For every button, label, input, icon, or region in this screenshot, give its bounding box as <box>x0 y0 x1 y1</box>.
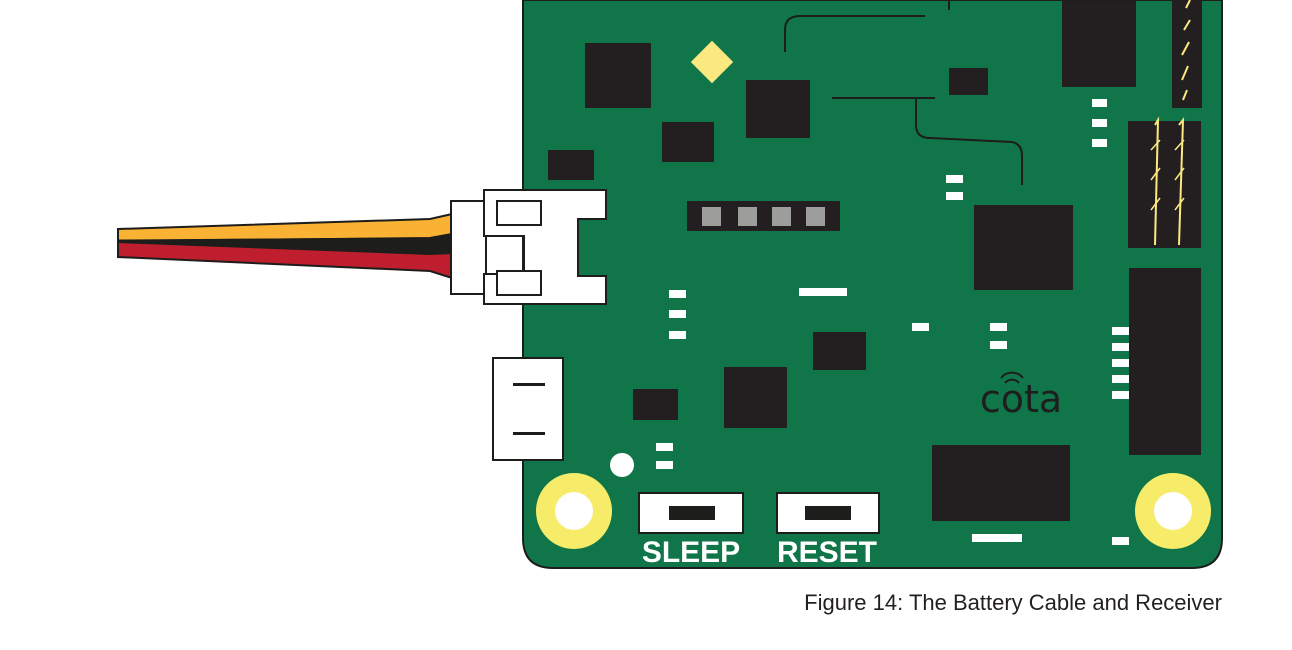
svg-text:cota: cota <box>980 377 1062 421</box>
chip <box>548 150 594 180</box>
chip <box>633 389 678 420</box>
chip <box>932 445 1070 521</box>
battery-cable <box>117 212 453 280</box>
chip <box>662 122 714 162</box>
chip <box>1062 1 1136 87</box>
led-strip <box>687 201 840 231</box>
side-connector <box>492 357 564 461</box>
reset-label: RESET <box>777 536 877 569</box>
figure-caption: Figure 14: The Battery Cable and Receive… <box>804 590 1222 615</box>
chip <box>746 80 810 138</box>
mounting-holes <box>536 473 1211 549</box>
board-chips <box>548 1 1136 521</box>
chip <box>974 205 1073 290</box>
pin-headers <box>1128 0 1202 455</box>
smd-components <box>610 99 1129 545</box>
sleep-switch <box>638 492 744 534</box>
board-traces <box>784 0 1023 185</box>
chip <box>949 68 988 95</box>
reset-switch <box>776 492 880 534</box>
cota-logo: cota <box>980 371 1062 421</box>
sleep-label: SLEEP <box>642 536 740 569</box>
battery-connector <box>450 189 607 305</box>
chip <box>813 332 866 370</box>
wire-yellow <box>117 212 453 243</box>
chip <box>585 43 651 108</box>
chip <box>724 367 787 428</box>
